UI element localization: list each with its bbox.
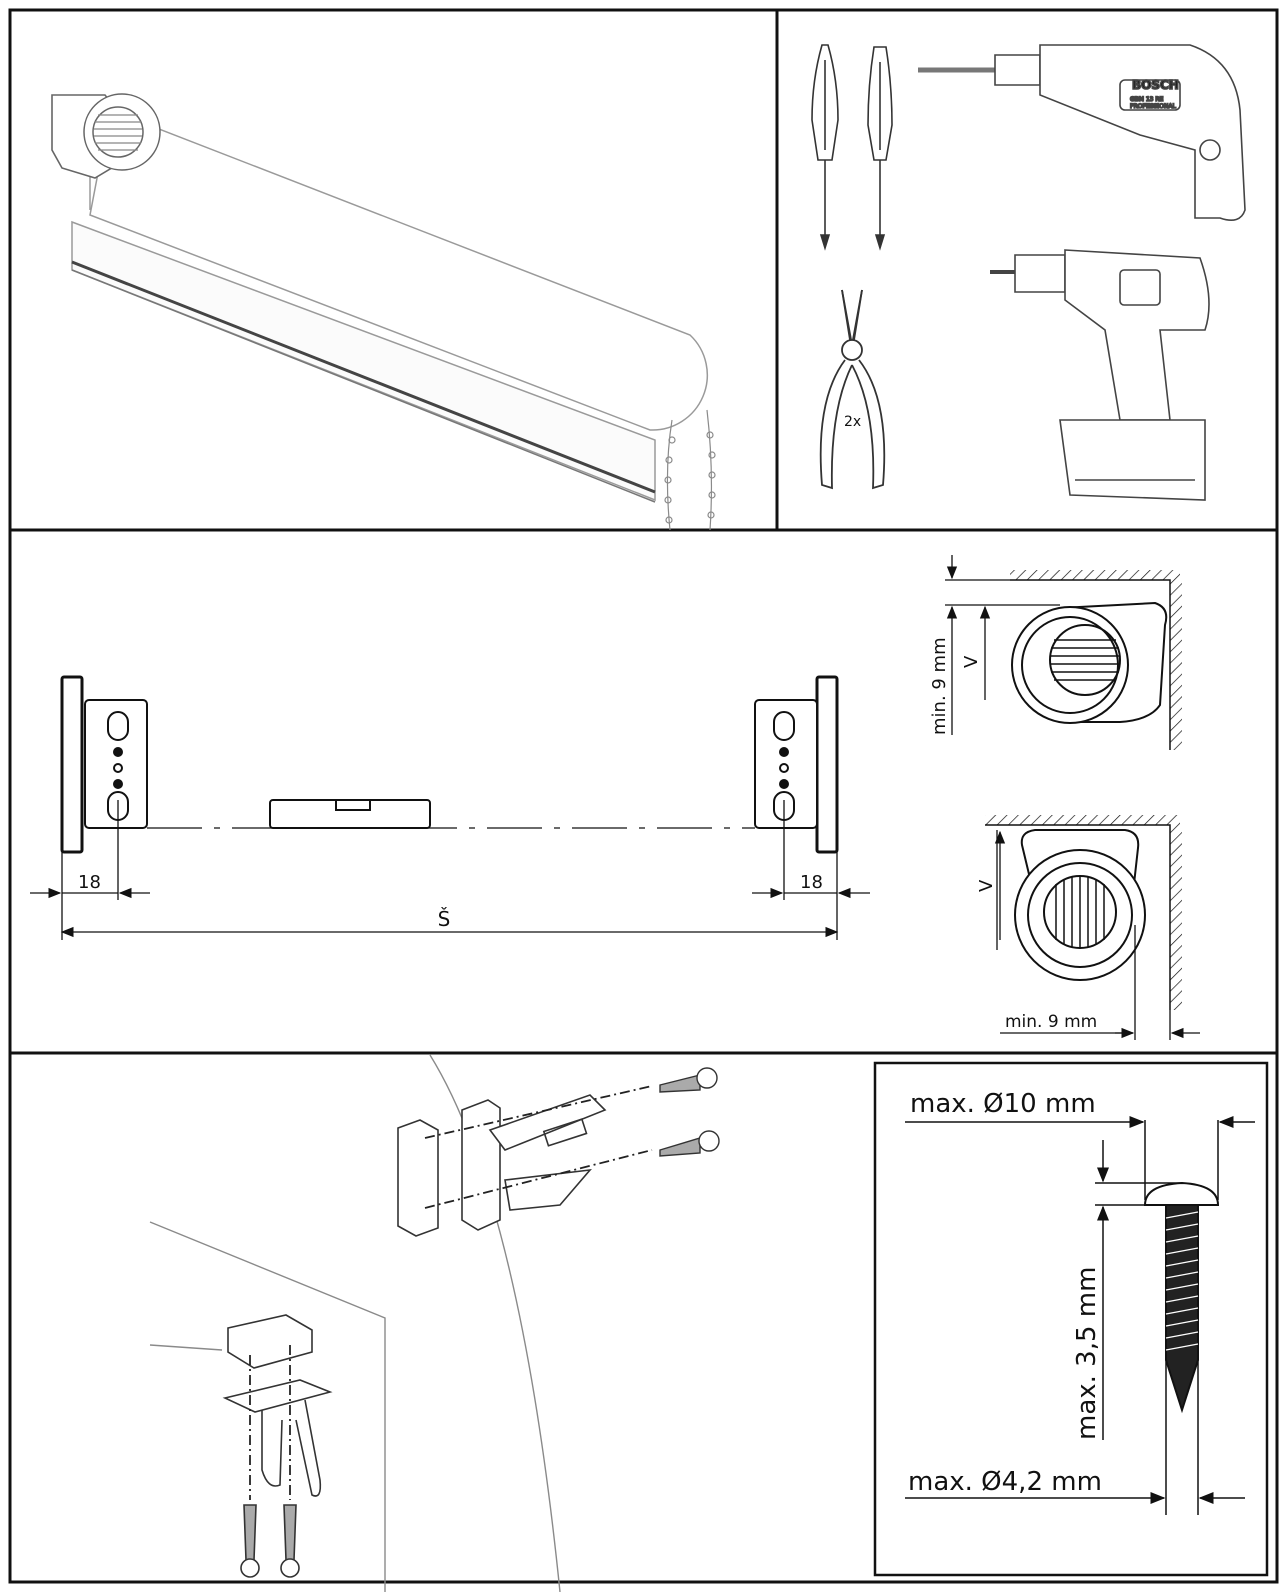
wall-clearance-detail xyxy=(985,815,1200,1040)
panel-frame xyxy=(8,8,1279,1584)
shank-diameter-label: max. Ø4,2 mm xyxy=(908,1467,1102,1497)
spirit-level xyxy=(269,799,431,829)
dimension-left-offset xyxy=(30,800,150,940)
screw-spec-drawing xyxy=(905,1116,1255,1515)
left-bracket xyxy=(60,675,148,854)
installation-illustration xyxy=(149,1054,561,1592)
cordless-drill-icon xyxy=(990,249,1210,501)
corded-drill-icon: BOSCH GBM 13 RE PROFESSIONAL xyxy=(918,44,1246,221)
drill-line: PROFESSIONAL xyxy=(1130,103,1176,110)
screw-icon-lower xyxy=(659,1130,720,1157)
ceiling-clearance-label: min. 9 mm xyxy=(929,637,950,735)
ceiling-bracket-assembly xyxy=(222,1314,333,1578)
roller-blind-illustration xyxy=(51,93,716,531)
pliers-icon xyxy=(819,289,886,490)
head-height-label: max. 3,5 mm xyxy=(1072,1267,1102,1440)
right-bracket xyxy=(754,675,839,854)
head-diameter-label: max. Ø10 mm xyxy=(910,1089,1096,1119)
left-offset-label: 18 xyxy=(78,872,101,893)
wall-bracket-assembly xyxy=(397,1085,653,1237)
screw-spec-box xyxy=(873,1061,1269,1577)
drill-brand: BOSCH xyxy=(1132,78,1179,92)
total-width-label: Š xyxy=(438,907,451,931)
wall-v-label: V xyxy=(976,879,997,892)
right-offset-label: 18 xyxy=(800,872,823,893)
bead-chain xyxy=(664,409,716,531)
wall-clearance-label: min. 9 mm xyxy=(1005,1012,1097,1032)
dimension-right-offset xyxy=(752,800,870,940)
phillips-screwdriver-icon xyxy=(811,44,839,251)
screw-icon-upper xyxy=(659,1067,718,1093)
drill-model: GBM 13 RE xyxy=(1130,96,1164,103)
ceiling-clearance-detail xyxy=(945,555,1182,750)
ceiling-v-label: V xyxy=(961,655,982,668)
pliers-count-label: 2x xyxy=(844,414,861,430)
flat-screwdriver-icon xyxy=(867,46,893,251)
